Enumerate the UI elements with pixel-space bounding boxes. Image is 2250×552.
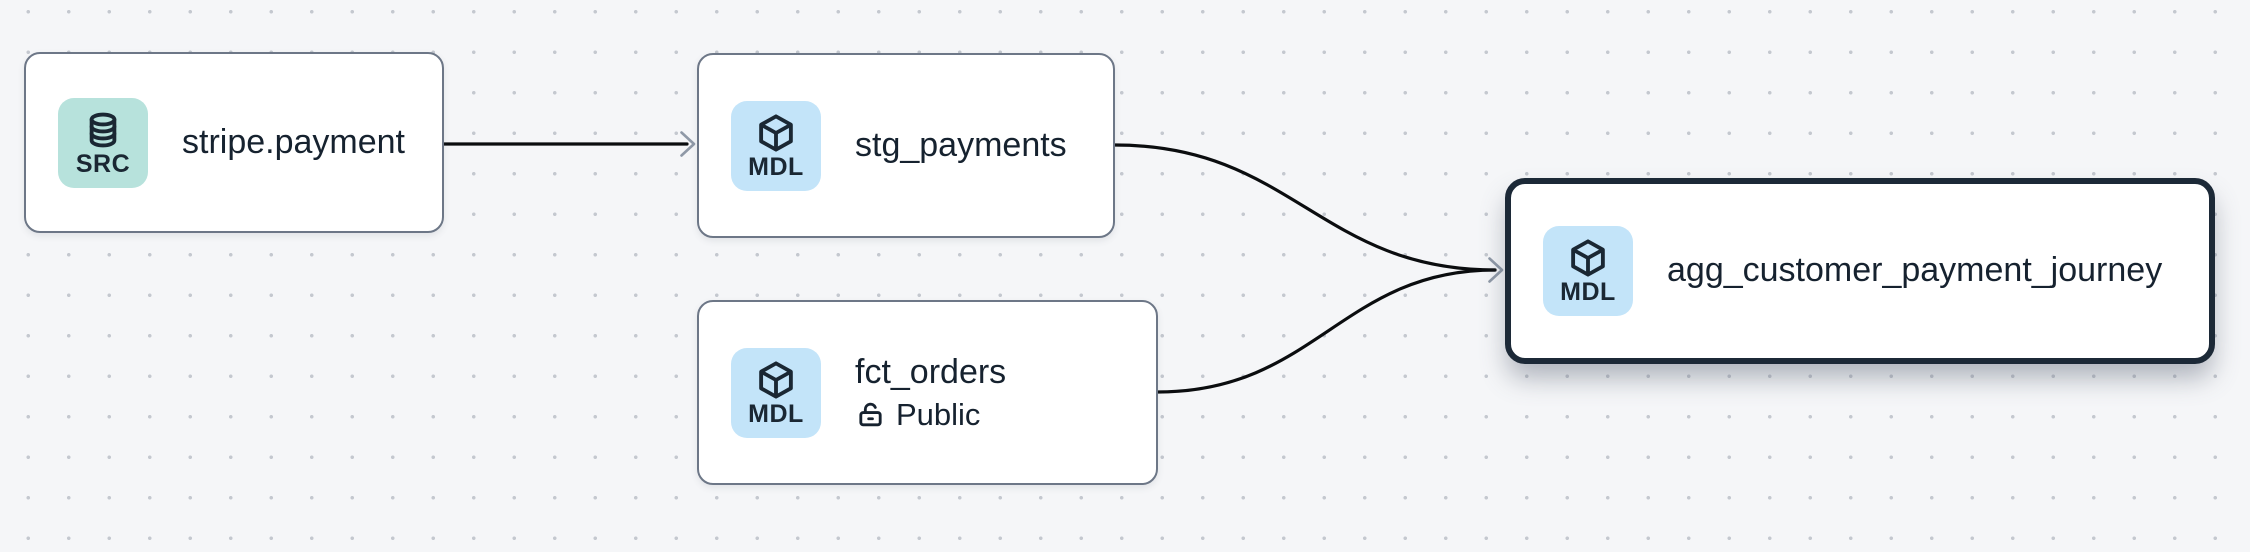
node-label-stack: fct_orders Public: [855, 353, 1006, 431]
edge-stg-to-agg: [1113, 143, 1497, 272]
model-badge: MDL: [1543, 226, 1633, 316]
arrowhead-icon: [1488, 257, 1504, 283]
node-agg-customer-payment-journey[interactable]: MDL agg_customer_payment_journey: [1505, 178, 2215, 364]
node-stripe-payment[interactable]: SRC stripe.payment: [24, 52, 444, 233]
source-badge: SRC: [58, 97, 148, 188]
node-label: stripe.payment: [182, 122, 405, 161]
node-label: stg_payments: [855, 125, 1067, 164]
access-label: Public: [896, 396, 981, 432]
edge-fct-to-agg: [1156, 268, 1497, 394]
cube-icon: [759, 360, 793, 399]
node-stg-payments[interactable]: MDL stg_payments: [697, 53, 1115, 238]
model-badge: MDL: [731, 100, 821, 191]
node-label: fct_orders: [855, 353, 1007, 392]
node-label: agg_customer_payment_journey: [1667, 251, 2163, 290]
access-row: Public: [855, 396, 1006, 432]
badge-label: MDL: [748, 399, 804, 428]
cube-icon: [759, 113, 793, 152]
badge-label: SRC: [75, 149, 131, 178]
badge-label: MDL: [1560, 278, 1616, 306]
badge-label: MDL: [748, 152, 804, 181]
database-icon: [89, 112, 117, 147]
cube-icon: [1571, 239, 1605, 277]
node-fct-orders[interactable]: MDL fct_orders Public: [697, 300, 1158, 485]
model-badge: MDL: [731, 347, 821, 438]
lock-open-icon: [859, 402, 882, 427]
arrowhead-icon: [680, 131, 696, 157]
